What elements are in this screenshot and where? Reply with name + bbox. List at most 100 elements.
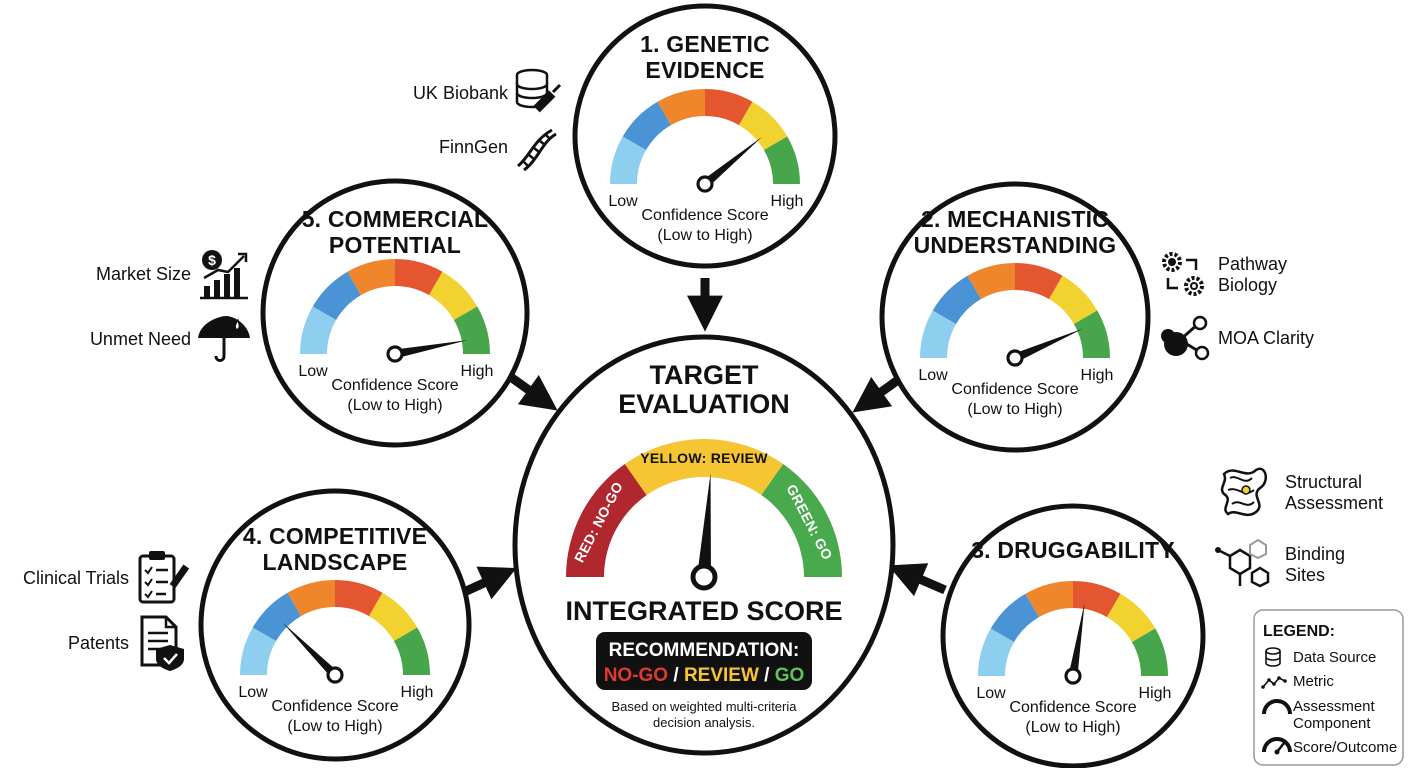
- competitive-caption-line-1: Confidence Score: [271, 698, 398, 715]
- center-title-line-2: EVALUATION: [618, 389, 790, 419]
- competitive-high-label: High: [401, 684, 434, 701]
- competitive-gauge-band-2: [252, 592, 301, 641]
- genetic-needle-hub: [696, 175, 714, 193]
- commercial-gauge-band-1: [300, 306, 337, 354]
- legend-assessment-component-1: Assessment: [1293, 698, 1376, 715]
- arrow-druggability-to-center: [888, 563, 947, 597]
- commercial-gauge-band-3: [347, 259, 395, 296]
- legend: LEGEND: Data Source Metric Assessment Co…: [1253, 609, 1404, 766]
- integrated-score-needle-hub: [690, 563, 718, 591]
- data-sources: UK Biobank FinnGen Pathway Biology: [23, 68, 1383, 671]
- mechanistic-title-line-1: 2. MECHANISTIC: [921, 206, 1109, 232]
- recommendation-box-background: [596, 632, 812, 690]
- mechanistic-circle: [879, 181, 1151, 453]
- druggability-caption-line-1: Confidence Score: [1009, 699, 1136, 716]
- commercial-needle-hub: [386, 345, 404, 363]
- druggability-gauge-band-4: [1073, 581, 1121, 618]
- legend-title: LEGEND:: [1263, 623, 1335, 640]
- mechanistic-caption-line-2: (Low to High): [967, 401, 1062, 418]
- footnote-line-2: decision analysis.: [653, 715, 755, 730]
- genetic-caption-line-1: Confidence Score: [641, 207, 768, 224]
- genetic-high-label: High: [771, 193, 804, 210]
- commercial-gauge-band-4: [395, 259, 443, 296]
- druggability-low-label: Low: [976, 685, 1006, 702]
- umbrella-rain-icon: [198, 316, 250, 362]
- mechanistic-gauge-band-6: [1073, 310, 1110, 358]
- druggability-gauge-band-1: [978, 628, 1015, 676]
- gauge-icon: [1262, 737, 1292, 755]
- commercial-gauge-band-2: [312, 271, 361, 320]
- druggability-gauge-band-2: [990, 593, 1039, 642]
- source-market-size-label: Market Size: [96, 264, 191, 284]
- competitive-needle: [282, 622, 339, 679]
- legend-box: [1253, 609, 1404, 766]
- genetic-circle: [572, 3, 838, 269]
- genetic-caption-line-2: (Low to High): [657, 227, 752, 244]
- mechanistic-caption-line-1: Confidence Score: [951, 381, 1078, 398]
- yellow-review-zone: [624, 439, 784, 496]
- svg-text:$: $: [208, 252, 216, 268]
- footnote-line-1: Based on weighted multi-criteria: [612, 699, 798, 714]
- dna-icon: [516, 128, 557, 172]
- green-go-zone: [761, 463, 842, 577]
- druggability-gauge-band-5: [1107, 593, 1156, 642]
- arc-icon: [1262, 699, 1292, 715]
- source-clinical-trials-label: Clinical Trials: [23, 568, 129, 588]
- integrated-score-needle: [697, 473, 711, 578]
- genetic-gauge: [610, 89, 800, 193]
- integrated-score-title: INTEGRATED SCORE: [565, 596, 842, 626]
- commercial-gauge-band-6: [453, 306, 490, 354]
- legend-data-source: Data Source: [1293, 649, 1376, 666]
- druggability-title-line-1: 3. DRUGGABILITY: [971, 537, 1175, 563]
- protein-structure-icon: [1220, 467, 1268, 517]
- druggability-high-label: High: [1139, 685, 1172, 702]
- source-structural-assessment-label-1: Structural: [1285, 472, 1362, 492]
- center-title-line-1: TARGET: [650, 360, 759, 390]
- mechanistic-needle-hub: [1006, 349, 1024, 367]
- source-binding-sites-label-2: Sites: [1285, 565, 1325, 585]
- mechanistic-gauge-band-5: [1049, 275, 1098, 324]
- molecule-network-icon: [1161, 315, 1210, 361]
- druggability-gauge-band-3: [1025, 581, 1073, 618]
- druggability-gauge-band-6: [1131, 628, 1168, 676]
- druggability-needle: [1068, 602, 1085, 677]
- commercial-title-line-2: POTENTIAL: [329, 232, 461, 258]
- legend-metric: Metric: [1293, 673, 1334, 690]
- recommendation-box: RECOMMENDATION: NO-GO / REVIEW / GO: [596, 632, 812, 690]
- option-go: GO: [775, 665, 805, 686]
- competitive-circle: [198, 488, 472, 762]
- druggability-circle: [940, 503, 1206, 768]
- mechanistic-gauge-band-3: [967, 263, 1015, 300]
- mechanistic-gauge-band-2: [932, 275, 981, 324]
- option-separator-1: /: [668, 665, 684, 686]
- competitive-gauge-band-3: [287, 580, 335, 617]
- option-no-go: NO-GO: [604, 665, 668, 686]
- competitive-needle-hub: [326, 666, 344, 684]
- competitive-gauge-band-6: [393, 627, 431, 675]
- clipboard-checklist-icon: [138, 551, 190, 604]
- genetic-gauge-band-5: [739, 101, 788, 150]
- line-metric-icon: [1261, 676, 1287, 689]
- competitive-gauge: [240, 580, 431, 684]
- source-pathway-biology-label-2: Biology: [1218, 275, 1277, 295]
- source-moa-clarity-label: MOA Clarity: [1218, 328, 1314, 348]
- mechanistic-high-label: High: [1081, 367, 1114, 384]
- commercial-high-label: High: [461, 363, 494, 380]
- source-structural-assessment-label-2: Assessment: [1285, 493, 1383, 513]
- recommendation-heading: RECOMMENDATION:: [609, 640, 800, 661]
- commercial-circle: [260, 178, 530, 448]
- source-pathway-biology-label-1: Pathway: [1218, 254, 1287, 274]
- source-uk-biobank-label: UK Biobank: [413, 83, 509, 103]
- genetic-gauge-band-6: [763, 136, 800, 184]
- source-finngen-label: FinnGen: [439, 137, 508, 157]
- competitive-caption-line-2: (Low to High): [287, 718, 382, 735]
- druggability-gauge: [978, 581, 1168, 685]
- yellow-review-zone-label: YELLOW: REVIEW: [640, 450, 768, 466]
- mechanistic-gauge-band-4: [1015, 263, 1063, 300]
- patent-document-shield-icon: [140, 615, 184, 671]
